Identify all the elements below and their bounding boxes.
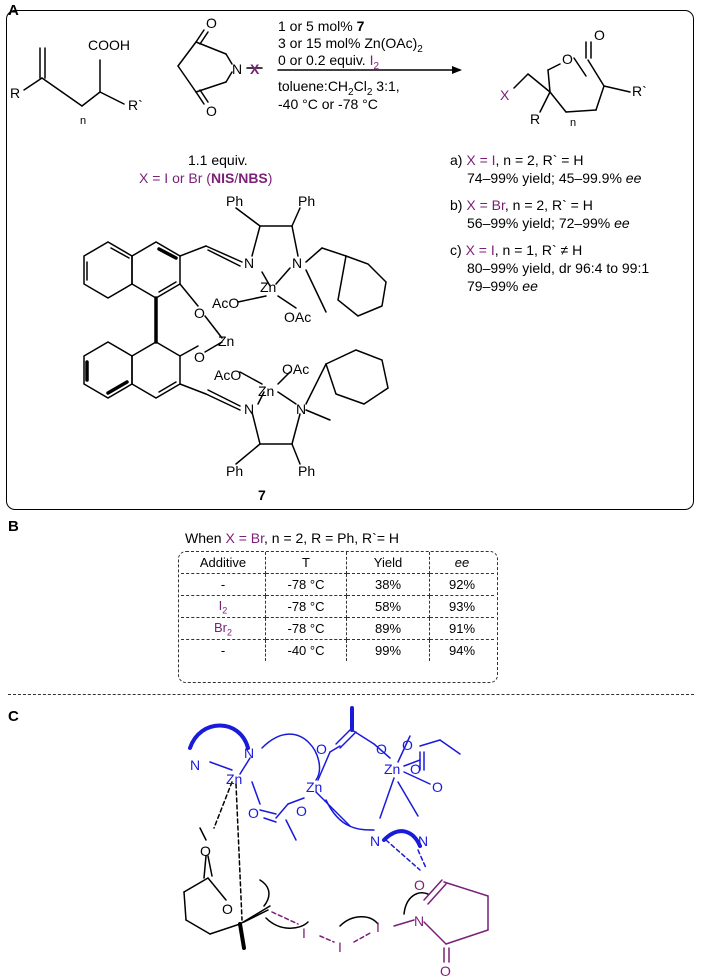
condition-iodine: 0 or 0.2 equiv. I2 <box>278 52 380 72</box>
condition-zinc: 3 or 15 mol% Zn(OAc)2 <box>278 35 423 55</box>
zn-label-1: Zn <box>260 279 276 295</box>
reaction-arrow-head <box>452 66 462 74</box>
x-atom-label: X <box>250 61 260 77</box>
ts-o-label-6: O <box>410 761 421 777</box>
result-b: b) X = Br, n = 2, R` = H 56–99% yield; 7… <box>450 197 630 231</box>
substrate-structure <box>23 47 125 107</box>
table-row: - -78 °C 38% 92% <box>181 573 494 596</box>
panel-a-structures: COOH R R` n N O O O O R R` n Ph Ph N N Z… <box>10 15 647 503</box>
ts-zn-label-2: Zn <box>306 779 322 795</box>
ph-label-1: Ph <box>226 193 243 209</box>
n-label-4: N <box>296 401 306 417</box>
ts-o-label-5: O <box>402 737 413 753</box>
ts-o-label-8: O <box>200 843 211 859</box>
ph-label-4: Ph <box>298 463 315 479</box>
ts-n-label-nis: N <box>414 913 424 929</box>
ts-o-label-4: O <box>376 741 387 757</box>
ph-label-3: Ph <box>226 463 243 479</box>
o-label-top: O <box>206 15 217 31</box>
o-label-bottom: O <box>206 103 217 119</box>
col-ee: ee <box>429 552 494 574</box>
lactone-product-structure <box>513 41 631 113</box>
table-frame <box>178 551 498 683</box>
o-label-naph-2: O <box>194 349 205 365</box>
n-atom-label: N <box>232 61 242 77</box>
aco-label-1: AcO <box>212 295 239 311</box>
n-subscript: n <box>80 115 86 127</box>
col-t: T <box>265 552 347 574</box>
rprime-label: R` <box>128 97 143 113</box>
zn-label-central: Zn <box>218 333 234 349</box>
ts-n-label-4: N <box>418 833 428 849</box>
catalyst-structure <box>83 207 389 465</box>
ts-i-label-1: I <box>302 925 306 941</box>
ts-o-label-7: O <box>432 779 443 795</box>
lactone-n-subscript: n <box>570 117 576 129</box>
ts-n-label-1: N <box>244 745 254 761</box>
ts-i-label-3: I <box>376 919 380 935</box>
oac-label-1: OAc <box>284 309 311 325</box>
succinimide-structure <box>177 29 263 105</box>
lactone-o-carbonyl: O <box>594 27 605 43</box>
panel-c-label: C <box>8 708 19 725</box>
section-divider <box>8 694 694 695</box>
ts-n-label-2: N <box>190 757 200 773</box>
r-label: R <box>10 85 20 101</box>
table-row: - -40 °C 99% 94% <box>181 639 494 661</box>
ts-zn-label-1: Zn <box>226 771 242 787</box>
panel-a-frame <box>6 10 694 510</box>
ts-o-label-9: O <box>222 901 233 917</box>
ts-o-label-3: O <box>316 741 327 757</box>
ts-o-label-nis-1: O <box>414 877 425 893</box>
oac-label-2: OAc <box>282 361 309 377</box>
result-c: c) X = I, n = 1, R` ≠ H 80–99% yield, dr… <box>450 242 650 294</box>
panel-b-label: B <box>8 518 19 535</box>
lactone-rprime-label: R` <box>632 83 647 99</box>
condition-solvent: toluene:CH2Cl2 3:1, <box>278 78 400 98</box>
condition-temperature: -40 °C or -78 °C <box>278 96 378 112</box>
col-additive: Additive <box>181 552 266 574</box>
n-label-2: N <box>292 255 302 271</box>
table-row: I2 -78 °C 58% 93% <box>181 595 494 618</box>
n-label-1: N <box>244 255 254 271</box>
lactone-r-label: R <box>530 111 540 127</box>
lactone-o-ring: O <box>562 51 573 67</box>
ts-o-label-2: O <box>296 803 307 819</box>
zn-label-2: Zn <box>258 383 274 399</box>
table-heading: When X = Br, n = 2, R = Ph, R`= H <box>185 530 400 546</box>
result-a: a) X = I, n = 2, R` = H 74–99% yield; 45… <box>450 152 642 186</box>
condition-catalyst: 1 or 5 mol% 7 <box>278 18 365 34</box>
o-label-naph-1: O <box>194 305 205 321</box>
catalyst-number: 7 <box>258 487 266 503</box>
ts-o-label-nis-2: O <box>440 963 451 979</box>
ts-o-label-1: O <box>248 805 259 821</box>
ts-n-label-3: N <box>370 833 380 849</box>
col-yield: Yield <box>346 552 430 574</box>
equiv-label: 1.1 equiv. <box>188 152 248 168</box>
aco-label-2: AcO <box>214 367 241 383</box>
cooh-label: COOH <box>88 37 130 53</box>
ph-label-2: Ph <box>298 193 315 209</box>
n-label-3: N <box>244 401 254 417</box>
additive-table: Additive T Yield ee - -78 °C 38% 92% I2 … <box>181 552 494 661</box>
ts-zn-label-3: Zn <box>384 761 400 777</box>
x-definition: X = I or Br (NIS/NBS) <box>139 170 273 186</box>
transition-state-model: N N Zn Zn Zn O O O O O O O N N O O I I I… <box>183 706 489 979</box>
table-row: Br2 -78 °C 89% 91% <box>181 617 494 640</box>
lactone-x-label: X <box>500 87 510 103</box>
table-header-row: Additive T Yield ee <box>181 552 494 574</box>
ts-i-label-2: I <box>338 939 342 955</box>
